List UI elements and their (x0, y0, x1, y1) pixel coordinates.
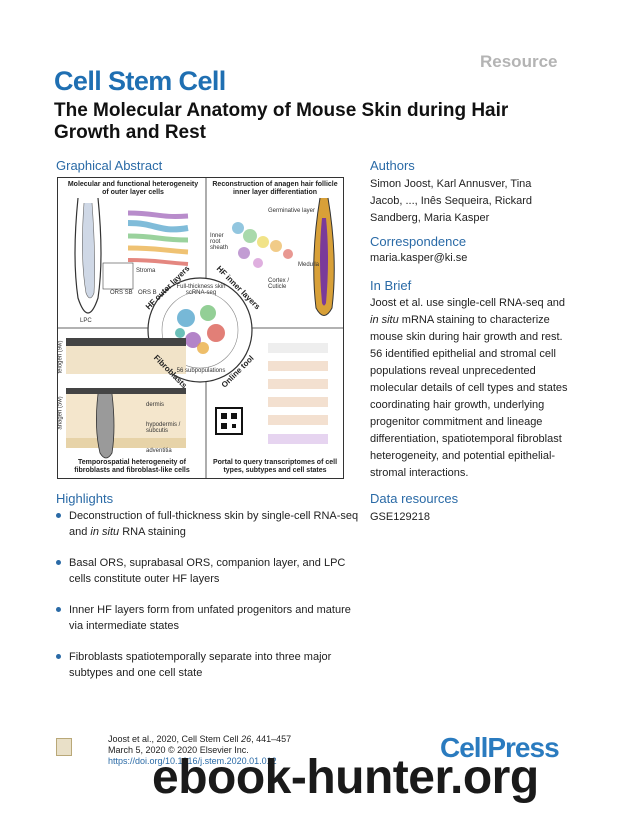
journal-name: Cell Stem Cell (54, 66, 226, 96)
ga-ring-top: Full-thickness skin scRNA-seq (176, 284, 226, 296)
highlight-item: Deconstruction of full-thickness skin by… (56, 508, 366, 540)
watermark-text: ebook-hunter.org (152, 751, 539, 804)
correspondence-heading: Correspondence (370, 234, 467, 249)
ga-panel-bottom-right: Portal to query transcriptomes of cell t… (212, 459, 338, 474)
data-accession[interactable]: GSE129218 (370, 511, 430, 523)
umap-clusters (175, 305, 225, 354)
crossmark-icon[interactable] (56, 738, 72, 756)
in-brief-heading: In Brief (370, 278, 412, 293)
bullet-icon (56, 654, 61, 659)
ga-ring-bottom: 56 subpopulations (176, 368, 226, 374)
bullet-icon (56, 607, 61, 612)
graphical-abstract-figure (58, 178, 343, 478)
ga-label-dermis: dermis (146, 402, 165, 408)
ga-label-cortex: Cortex / Cuticle (268, 278, 290, 290)
citation-date: March 5, 2020 © 2020 Elsevier Inc. (108, 745, 249, 755)
ga-label-adventitia: adventitia (146, 448, 172, 454)
publisher-logo: CellPress (440, 732, 560, 763)
ga-label-medulla: Medulla (298, 262, 320, 268)
qr-code (215, 407, 243, 435)
bullet-icon (56, 560, 61, 565)
highlight-item: Inner HF layers form from unfated progen… (56, 602, 366, 634)
sankey-bands (127, 210, 189, 266)
expression-rows (268, 343, 328, 444)
ga-label-germinative: Germinative layer (268, 208, 316, 214)
ga-label-ors-sb: ORS SB (110, 290, 133, 296)
correspondence-email[interactable]: maria.kasper@ki.se (370, 252, 468, 264)
highlights-list: Deconstruction of full-thickness skin by… (56, 508, 366, 696)
in-brief-text: Joost et al. use single-cell RNA-seq and… (370, 297, 568, 479)
ga-label-lpc: LPC (80, 318, 92, 324)
trajectory-points (232, 222, 293, 268)
article-title: The Molecular Anatomy of Mouse Skin duri… (54, 100, 509, 143)
authors-heading: Authors (370, 158, 415, 173)
citation-block: Joost et al., 2020, Cell Stem Cell 26, 4… (108, 734, 292, 766)
ga-label-ors-b: ORS B (138, 290, 157, 296)
ga-label-stroma: Stroma (136, 268, 156, 274)
ga-panel-top-right: Reconstruction of anagen hair follicle i… (212, 181, 338, 196)
ga-label-inner-root: Inner root sheath (210, 233, 229, 251)
data-resources-heading: Data resources (370, 491, 459, 506)
ga-label-anagen: anagen (5w) (57, 396, 64, 430)
article-type-label: Resource (480, 52, 558, 71)
doi-link[interactable]: https://doi.org/10.1016/j.stem.2020.01.0… (108, 756, 277, 766)
highlights-heading: Highlights (56, 491, 114, 506)
ga-panel-bottom-left: Temporospatial heterogeneity of fibrobla… (74, 459, 190, 474)
hair-follicle-shape (74, 197, 102, 314)
graphical-abstract: Molecular and functional heterogeneity o… (57, 177, 344, 479)
highlight-item: Fibroblasts spatiotemporally separate in… (56, 649, 366, 681)
highlight-item: Basal ORS, suprabasal ORS, companion lay… (56, 555, 366, 587)
ga-label-hypodermis: hypodermis / subcutis (146, 422, 181, 434)
graphical-abstract-heading: Graphical Abstract (56, 158, 163, 173)
authors-list: Simon Joost, Karl Annusver, Tina Jacob, … (370, 178, 533, 224)
ga-label-telogen: telogen (9w) (57, 340, 64, 374)
ga-panel-top-left: Molecular and functional heterogeneity o… (67, 181, 199, 196)
bullet-icon (56, 513, 61, 518)
